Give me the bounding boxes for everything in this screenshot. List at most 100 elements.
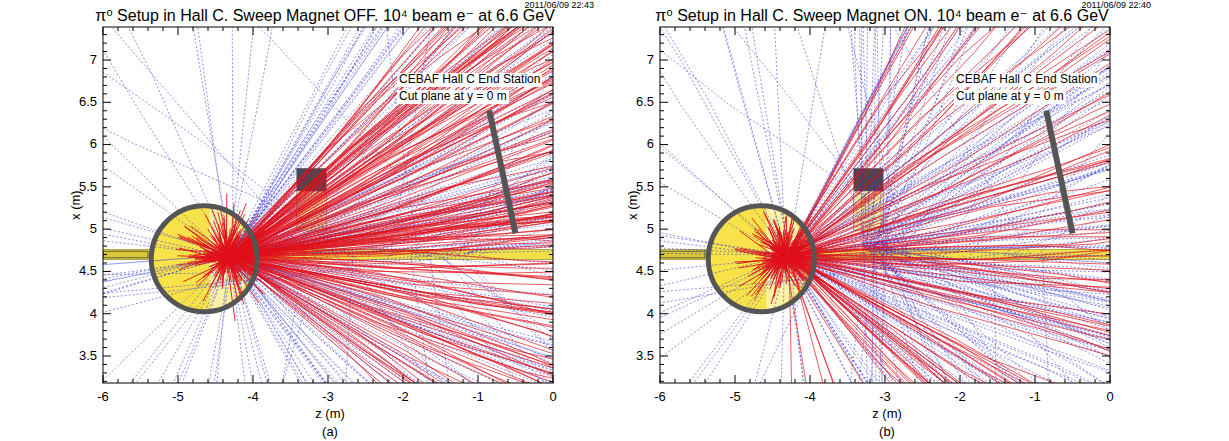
tick-mark [103, 305, 107, 306]
tick-label: 6.5 [636, 95, 654, 109]
tick-mark [660, 229, 668, 230]
tick-mark [675, 27, 676, 31]
electron-track [787, 259, 1110, 383]
tick-mark [750, 379, 751, 383]
plot-title: π⁰ Setup in Hall C. Sweep Magnet ON. 10⁴… [655, 7, 1108, 25]
tick-mark [133, 379, 134, 383]
electron-track [231, 27, 553, 254]
tick-mark [1102, 60, 1110, 61]
tick-mark [660, 119, 664, 120]
tick-mark [549, 136, 553, 137]
tick-mark [103, 27, 104, 35]
tick-mark [1005, 379, 1006, 383]
tick-mark [750, 27, 751, 31]
tick-mark [1080, 379, 1081, 383]
tick-mark [283, 379, 284, 383]
electron-track [789, 27, 1110, 256]
tick-mark [1106, 305, 1110, 306]
electron-track [786, 27, 1110, 256]
axis-title: x (m) [626, 190, 640, 220]
tick-mark [313, 379, 314, 383]
tick-mark [103, 68, 107, 69]
photon-track [788, 27, 1073, 255]
tick-mark [193, 379, 194, 383]
tick-mark [508, 379, 509, 383]
electron-track [229, 254, 553, 383]
electron-track [230, 27, 553, 254]
photon-track [660, 165, 789, 257]
electron-track [790, 257, 1110, 383]
tick-mark [1102, 144, 1110, 145]
tick-mark [960, 375, 961, 383]
tick-mark [549, 279, 553, 280]
electron-track [232, 228, 553, 256]
tick-mark [103, 212, 107, 213]
electron-track [228, 257, 553, 383]
tick-label: 6.5 [79, 95, 97, 109]
tick-mark [1106, 51, 1110, 52]
tick-mark [660, 330, 664, 331]
electron-track [787, 258, 1110, 337]
tick-mark [493, 27, 494, 31]
shower-track [230, 261, 234, 281]
tick-mark [660, 347, 664, 348]
tick-mark [1065, 379, 1066, 383]
electron-track [229, 255, 553, 383]
chamber-wall [151, 206, 257, 312]
subfigure-label: (a) [322, 425, 338, 439]
tick-mark [1050, 379, 1051, 383]
tick-mark [660, 68, 664, 69]
tick-mark [1106, 93, 1110, 94]
electron-track [229, 27, 553, 256]
tick-mark [103, 203, 107, 204]
tick-mark [765, 27, 766, 31]
electron-track [229, 27, 553, 254]
tick-mark [103, 161, 107, 162]
tick-mark [780, 27, 781, 31]
tick-mark [508, 27, 509, 31]
tick-mark [103, 43, 107, 44]
tick-label: 3.5 [636, 349, 654, 363]
electron-track [788, 245, 1110, 274]
tick-mark [1106, 212, 1110, 213]
tick-mark [660, 322, 664, 323]
electron-track [790, 27, 1110, 257]
shower-track [778, 248, 783, 255]
tick-mark [545, 356, 553, 357]
photon-track [103, 255, 230, 383]
tick-label: -1 [1029, 390, 1041, 404]
tick-mark [103, 169, 107, 170]
tick-mark [358, 27, 359, 31]
tick-mark [448, 27, 449, 31]
tick-mark [660, 220, 664, 221]
tick-mark [1106, 119, 1110, 120]
tick-mark [549, 381, 553, 382]
tick-mark [915, 27, 916, 31]
tick-mark [660, 364, 664, 365]
photon-track [698, 27, 790, 255]
electron-track [790, 27, 1110, 256]
photon-track [660, 257, 787, 383]
tick-mark [545, 102, 553, 103]
tick-mark [765, 379, 766, 383]
tick-mark [549, 161, 553, 162]
tick-mark [538, 27, 539, 31]
tick-label: -2 [954, 390, 966, 404]
tick-mark [103, 322, 107, 323]
electron-track [787, 27, 1110, 256]
tick-mark [1106, 220, 1110, 221]
tick-label: -1 [472, 390, 484, 404]
photon-tracks [660, 27, 1110, 383]
tick-mark [1106, 127, 1110, 128]
tick-mark [1005, 27, 1006, 31]
tick-mark [103, 262, 107, 263]
tick-mark [208, 27, 209, 31]
tick-mark [549, 322, 553, 323]
tick-mark [1106, 254, 1110, 255]
tick-mark [549, 119, 553, 120]
electron-track [789, 27, 1110, 254]
electron-track [789, 257, 1110, 383]
shower-track [773, 239, 787, 257]
tick-mark [870, 379, 871, 383]
electron-track [787, 27, 1095, 258]
